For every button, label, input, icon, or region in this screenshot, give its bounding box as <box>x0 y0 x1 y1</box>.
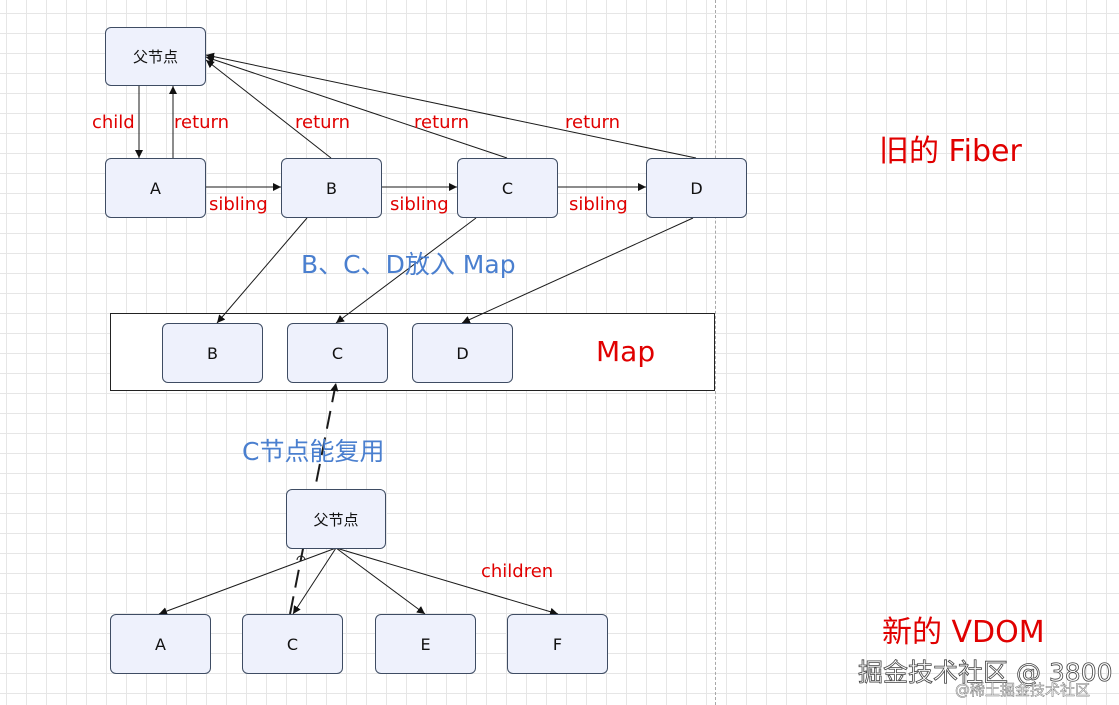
label-return-d: return <box>565 112 621 133</box>
edge-map-d <box>461 217 694 324</box>
label-sibling-1: sibling <box>209 194 268 215</box>
new-parent-node: 父节点 <box>286 489 386 549</box>
old-parent-node: 父节点 <box>105 27 206 86</box>
divider-line <box>715 0 716 705</box>
old-node-b: B <box>281 158 382 218</box>
edge-return-b <box>205 59 332 159</box>
edge-return-c <box>205 55 508 159</box>
label-map: Map <box>596 335 656 368</box>
label-return-a: return <box>174 112 230 133</box>
edge-children-a <box>158 547 337 615</box>
map-node-d: D <box>412 323 513 383</box>
old-node-d: D <box>646 158 747 218</box>
edge-children-e <box>335 547 426 615</box>
label-put-in-map: B、C、D放入 Map <box>301 250 516 279</box>
edge-children-f <box>335 547 559 616</box>
label-reuse: C节点能复用 <box>242 437 385 466</box>
label-child: child <box>92 112 135 133</box>
edge-return-d <box>205 52 697 159</box>
new-node-a: A <box>110 614 211 674</box>
map-node-b: B <box>162 323 263 383</box>
new-node-c: C <box>242 614 343 674</box>
new-node-e: E <box>375 614 476 674</box>
edge-map-c <box>335 217 477 324</box>
watermark-main: 掘金技术社区 @ 3800 <box>858 658 1113 688</box>
old-node-c: C <box>457 158 558 218</box>
label-return-c: return <box>414 112 470 133</box>
edge-children-c <box>292 547 337 615</box>
watermark-sub: @稀土掘金技术社区 <box>955 681 1091 700</box>
label-sibling-2: sibling <box>390 194 449 215</box>
label-children: children <box>481 561 554 582</box>
label-sibling-3: sibling <box>569 194 628 215</box>
edge-map-b <box>216 217 308 324</box>
label-old-fiber: 旧的 Fiber <box>879 134 1022 169</box>
old-node-a: A <box>105 158 206 218</box>
label-new-vdom: 新的 VDOM <box>882 615 1045 650</box>
new-node-f: F <box>507 614 608 674</box>
label-return-b: return <box>295 112 351 133</box>
map-node-c: C <box>287 323 388 383</box>
